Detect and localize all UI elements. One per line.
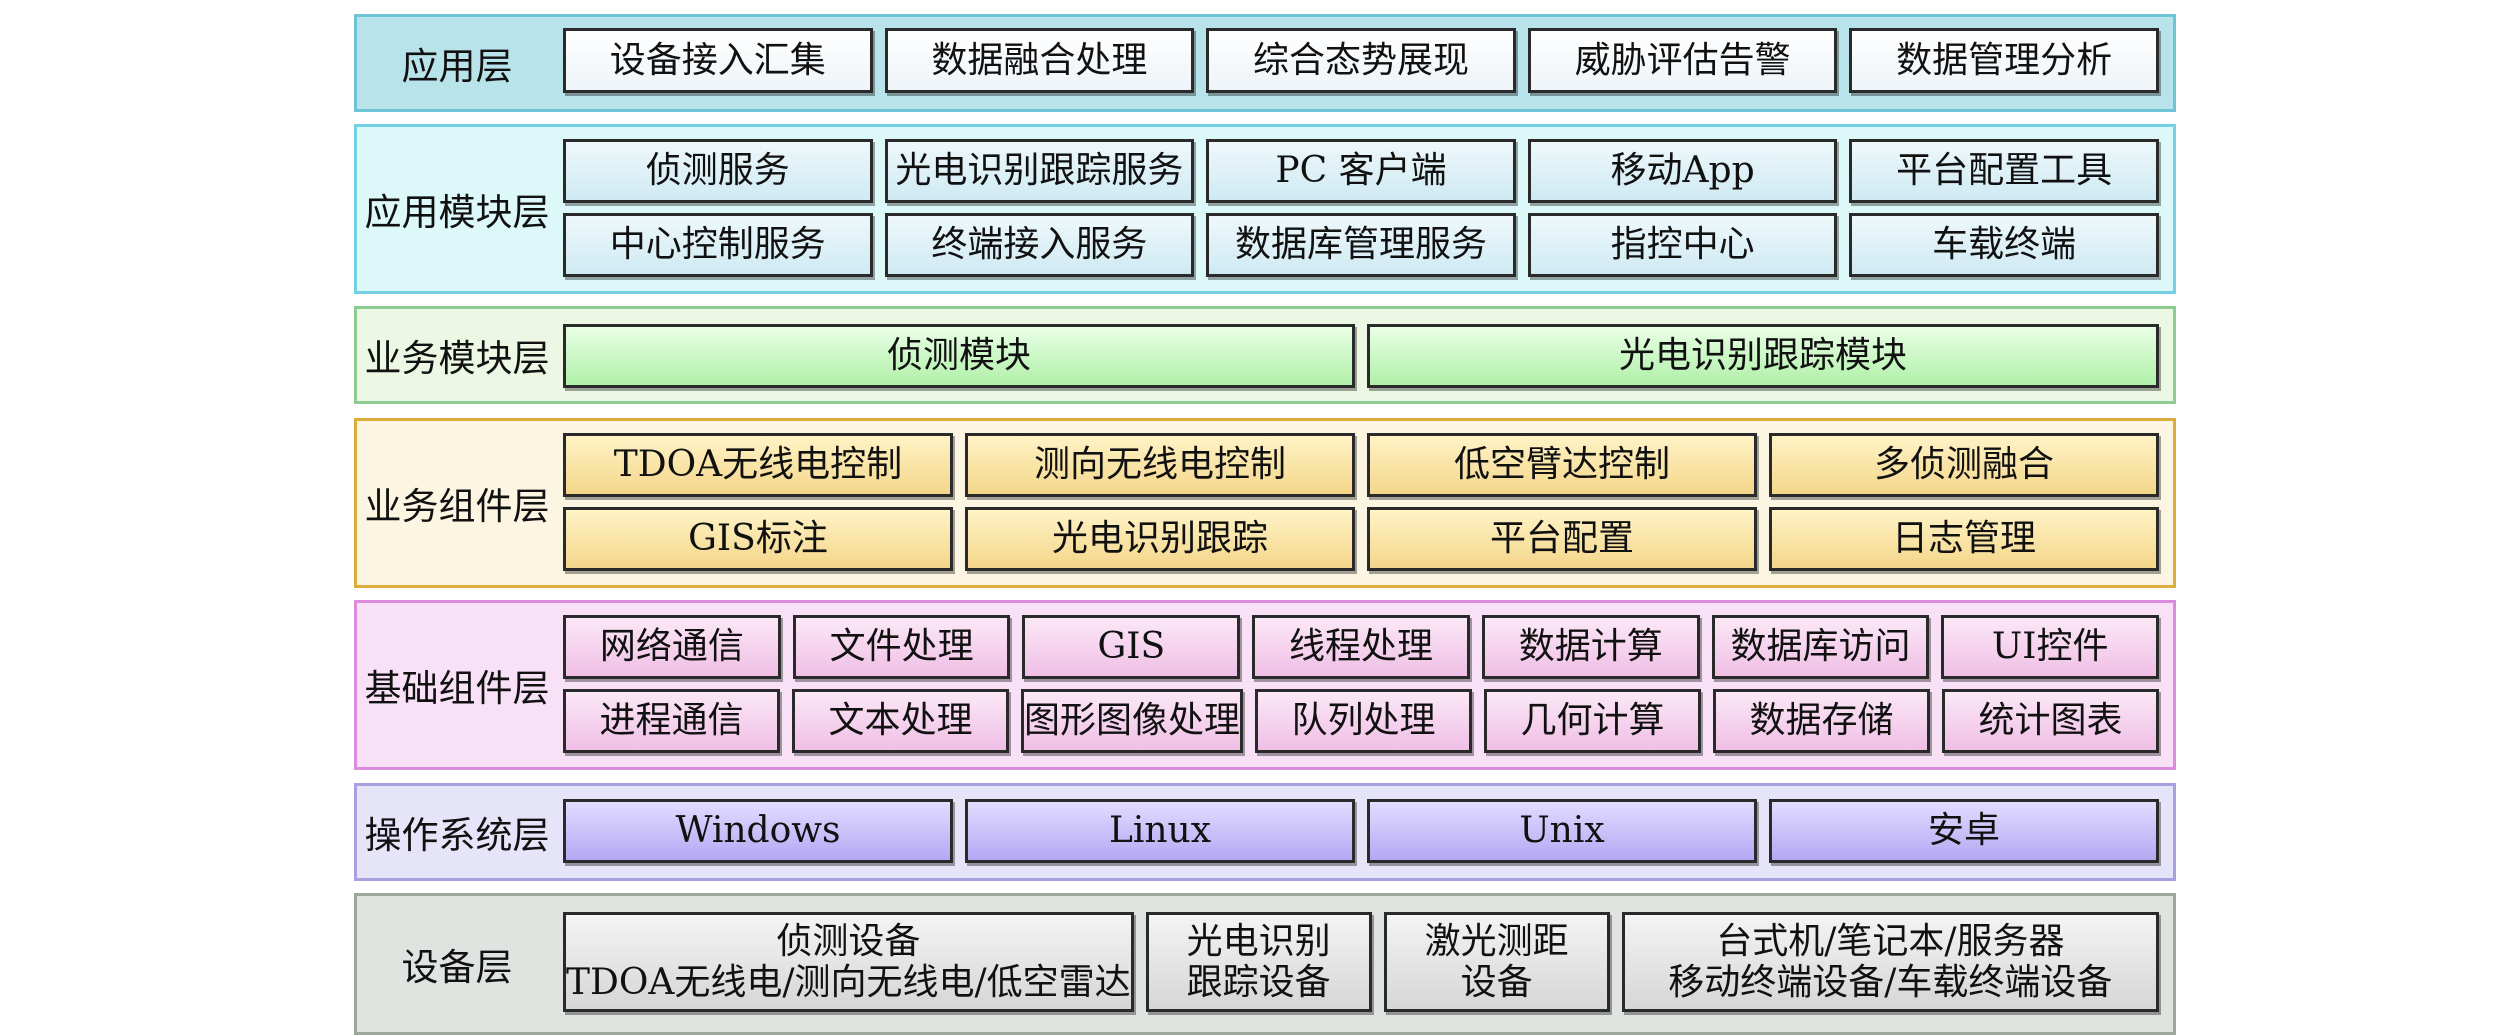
module-box: 数据计算	[1481, 615, 1700, 679]
module-box: 威胁评估告警	[1527, 28, 1838, 93]
module-row: Windows Linux Unix 安卓	[563, 799, 2159, 863]
layer-device: 设备层 侦测设备 TDOA无线电/测向无线电/低空雷达 光电识别 跟踪设备 激光…	[354, 893, 2176, 1035]
module-box: 设备接入汇集	[563, 28, 873, 93]
module-row: 侦测模块 光电识别跟踪模块	[563, 324, 2159, 388]
module-box: 平台配置工具	[1849, 139, 2159, 203]
module-box: 数据融合处理	[884, 28, 1195, 93]
module-box: 光电识别跟踪模块	[1367, 324, 2159, 388]
layer-label: 应用模块层	[364, 191, 550, 234]
device-line: 激光测距	[1424, 920, 1569, 962]
module-box: 数据库访问	[1711, 615, 1930, 679]
layer-label: 业务模块层	[364, 337, 550, 380]
module-box: 数据存储	[1713, 689, 1931, 753]
module-box: 侦测模块	[563, 324, 1355, 388]
module-box: 文件处理	[792, 615, 1011, 679]
module-row: 侦测服务 光电识别跟踪服务 PC 客户端 移动App 平台配置工具	[563, 139, 2159, 203]
module-box: Unix	[1367, 799, 1757, 863]
module-box: 车载终端	[1849, 213, 2159, 277]
layer-operating-system: 操作系统层 Windows Linux Unix 安卓	[354, 783, 2176, 881]
module-box: 文本处理	[792, 689, 1009, 753]
module-box: 平台配置	[1367, 507, 1757, 571]
device-line: 侦测设备	[776, 920, 921, 962]
device-line: 光电识别	[1186, 920, 1331, 962]
module-box: 指控中心	[1527, 213, 1838, 277]
module-row: GIS标注 光电识别跟踪 平台配置 日志管理	[563, 507, 2159, 571]
module-box: 低空臂达控制	[1367, 433, 1757, 497]
module-box: 光电识别跟踪	[965, 507, 1355, 571]
layer-label: 基础组件层	[364, 667, 550, 710]
layer-business-module: 业务模块层 侦测模块 光电识别跟踪模块	[354, 306, 2176, 404]
device-line: 移动终端设备/车载终端设备	[1668, 962, 2113, 1003]
module-box: 综合态势展现	[1206, 28, 1516, 93]
device-box: 激光测距 设备	[1383, 912, 1610, 1012]
device-box: 台式机/笔记本/服务器 移动终端设备/车载终端设备	[1621, 912, 2159, 1012]
module-box: 网络通信	[563, 615, 781, 679]
module-box: 多侦测融合	[1769, 433, 2159, 497]
layer-label: 设备层	[401, 946, 513, 989]
module-row: TDOA无线电控制 测向无线电控制 低空臂达控制 多侦测融合	[563, 433, 2159, 497]
module-box: TDOA无线电控制	[563, 433, 953, 497]
module-box: 进程通信	[563, 689, 780, 753]
device-line: 跟踪设备	[1186, 962, 1331, 1003]
module-box: 测向无线电控制	[965, 433, 1355, 497]
module-row: 中心控制服务 终端接入服务 数据库管理服务 指控中心 车载终端	[563, 213, 2159, 277]
module-box: 终端接入服务	[884, 213, 1195, 277]
module-box: 中心控制服务	[563, 213, 873, 277]
module-box: 移动App	[1527, 139, 1838, 203]
module-box: 数据库管理服务	[1206, 213, 1516, 277]
module-box: PC 客户端	[1206, 139, 1516, 203]
module-box: 数据管理分析	[1849, 28, 2159, 93]
module-box: 统计图表	[1942, 689, 2160, 753]
module-box: 线程处理	[1252, 615, 1470, 679]
device-box: 侦测设备 TDOA无线电/测向无线电/低空雷达	[563, 912, 1134, 1012]
module-row: 设备接入汇集 数据融合处理 综合态势展现 威胁评估告警 数据管理分析	[563, 28, 2159, 93]
layer-application-module: 应用模块层 侦测服务 光电识别跟踪服务 PC 客户端 移动App 平台配置工具 …	[354, 124, 2176, 294]
module-box: 光电识别跟踪服务	[884, 139, 1195, 203]
layer-label: 业务组件层	[364, 485, 550, 528]
module-row: 进程通信 文本处理 图形图像处理 队列处理 几何计算 数据存储 统计图表	[563, 689, 2160, 753]
device-row: 侦测设备 TDOA无线电/测向无线电/低空雷达 光电识别 跟踪设备 激光测距 设…	[563, 912, 2159, 1012]
device-line: 设备	[1460, 962, 1533, 1003]
layer-application: 应用层 设备接入汇集 数据融合处理 综合态势展现 威胁评估告警 数据管理分析	[354, 14, 2176, 112]
layer-label: 操作系统层	[364, 814, 550, 857]
layer-base-component: 基础组件层 网络通信 文件处理 GIS 线程处理 数据计算 数据库访问 UI控件…	[354, 600, 2176, 770]
module-box: Linux	[965, 799, 1355, 863]
module-box: 侦测服务	[563, 139, 873, 203]
module-box: 日志管理	[1769, 507, 2159, 571]
module-box: 几何计算	[1484, 689, 1702, 753]
layer-business-component: 业务组件层 TDOA无线电控制 测向无线电控制 低空臂达控制 多侦测融合 GIS…	[354, 418, 2176, 588]
module-box: Windows	[563, 799, 953, 863]
device-line: TDOA无线电/测向无线电/低空雷达	[566, 962, 1131, 1003]
device-line: 台式机/笔记本/服务器	[1716, 920, 2065, 962]
layer-label: 应用层	[401, 45, 513, 88]
module-box: UI控件	[1941, 615, 2160, 679]
module-box: GIS标注	[563, 507, 953, 571]
module-box: GIS	[1022, 615, 1241, 679]
device-box: 光电识别 跟踪设备	[1145, 912, 1372, 1012]
module-row: 网络通信 文件处理 GIS 线程处理 数据计算 数据库访问 UI控件	[563, 615, 2160, 679]
module-box: 队列处理	[1255, 689, 1473, 753]
module-box: 图形图像处理	[1021, 689, 1244, 753]
module-box: 安卓	[1769, 799, 2159, 863]
